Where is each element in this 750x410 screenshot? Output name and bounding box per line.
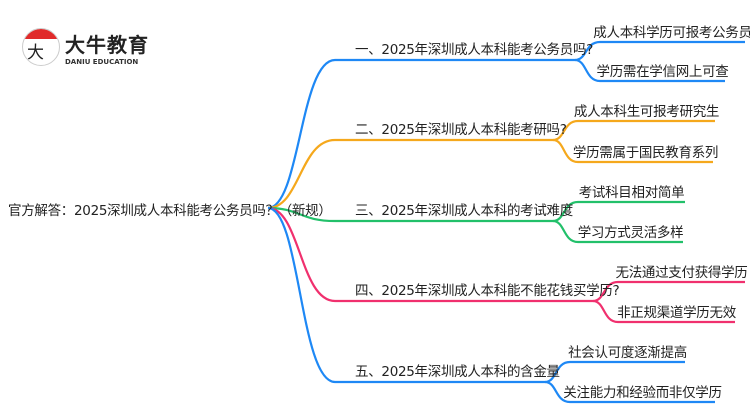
leaf-connector bbox=[544, 380, 715, 404]
leaf-node[interactable]: 考试科目相对简单 bbox=[578, 185, 685, 201]
branch-connector bbox=[267, 58, 575, 210]
leaf-connector bbox=[574, 40, 745, 62]
leaf-node[interactable]: 学习方式灵活多样 bbox=[577, 225, 684, 241]
leaf-node[interactable]: 关注能力和经验而非仅学历 bbox=[563, 385, 722, 401]
logo: 大牛 大牛教育 DANIU EDUCATION bbox=[22, 28, 149, 66]
leaf-connector bbox=[544, 360, 685, 384]
branch-node[interactable]: 四、2025年深圳成人本科能不能花钱买学历? bbox=[355, 283, 620, 299]
leaf-connector bbox=[592, 299, 735, 324]
leaf-node[interactable]: 学历需在学信网上可查 bbox=[596, 64, 729, 80]
branch-connector bbox=[267, 206, 553, 223]
branch-connector bbox=[267, 206, 593, 303]
leaf-node[interactable]: 成人本科学历可报考公务员 bbox=[593, 25, 750, 41]
branch-connector bbox=[267, 206, 545, 384]
leaf-node[interactable]: 非正规渠道学历无效 bbox=[617, 305, 736, 321]
branch-node[interactable]: 五、2025年深圳成人本科的含金量 bbox=[355, 364, 560, 380]
branch-node[interactable]: 三、2025年深圳成人本科的考试难度 bbox=[355, 203, 573, 219]
logo-mark: 大牛 bbox=[22, 28, 60, 66]
leaf-connector bbox=[552, 219, 683, 244]
leaf-connector bbox=[552, 138, 713, 164]
branch-node[interactable]: 一、2025年深圳成人本科能考公务员吗? bbox=[355, 42, 594, 58]
leaf-node[interactable]: 社会认可度逐渐提高 bbox=[568, 345, 687, 361]
leaf-connector bbox=[574, 58, 725, 83]
branch-connector bbox=[267, 138, 553, 210]
leaf-node[interactable]: 成人本科生可报考研究生 bbox=[573, 104, 720, 120]
leaf-connector bbox=[552, 119, 715, 142]
leaf-node[interactable]: 学历需属于国民教育系列 bbox=[572, 145, 719, 161]
logo-subtitle: DANIU EDUCATION bbox=[65, 57, 139, 66]
leaf-connector bbox=[552, 200, 685, 223]
leaf-connector bbox=[592, 280, 745, 303]
logo-name: 大牛教育 bbox=[65, 32, 149, 57]
leaf-node[interactable]: 无法通过支付获得学历 bbox=[615, 265, 748, 281]
root-node[interactable]: 官方解答：2025深圳成人本科能考公务员吗？（新规） bbox=[8, 203, 332, 219]
branch-node[interactable]: 二、2025年深圳成人本科能考研吗? bbox=[355, 122, 567, 138]
